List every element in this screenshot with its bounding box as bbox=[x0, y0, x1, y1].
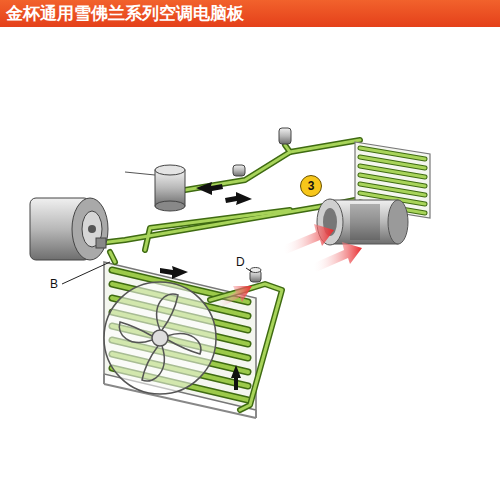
compressor bbox=[30, 198, 108, 260]
title-text: 金杯通用雪佛兰系列空调电脑板 bbox=[6, 3, 244, 24]
callout-number: 3 bbox=[308, 179, 315, 193]
receiver-drier bbox=[125, 165, 185, 211]
callout-circle: 3 bbox=[300, 175, 322, 197]
refrigerant-pipes bbox=[100, 140, 360, 410]
air-flow-arrows bbox=[216, 224, 362, 308]
leader-lines bbox=[62, 262, 252, 284]
flow-arrows bbox=[160, 182, 252, 390]
blower-motor bbox=[317, 199, 408, 245]
pressure-switches bbox=[233, 128, 291, 282]
condenser-fan bbox=[104, 282, 216, 394]
condenser bbox=[104, 262, 256, 418]
part-letter: B bbox=[50, 277, 58, 291]
part-letter: D bbox=[236, 255, 245, 269]
